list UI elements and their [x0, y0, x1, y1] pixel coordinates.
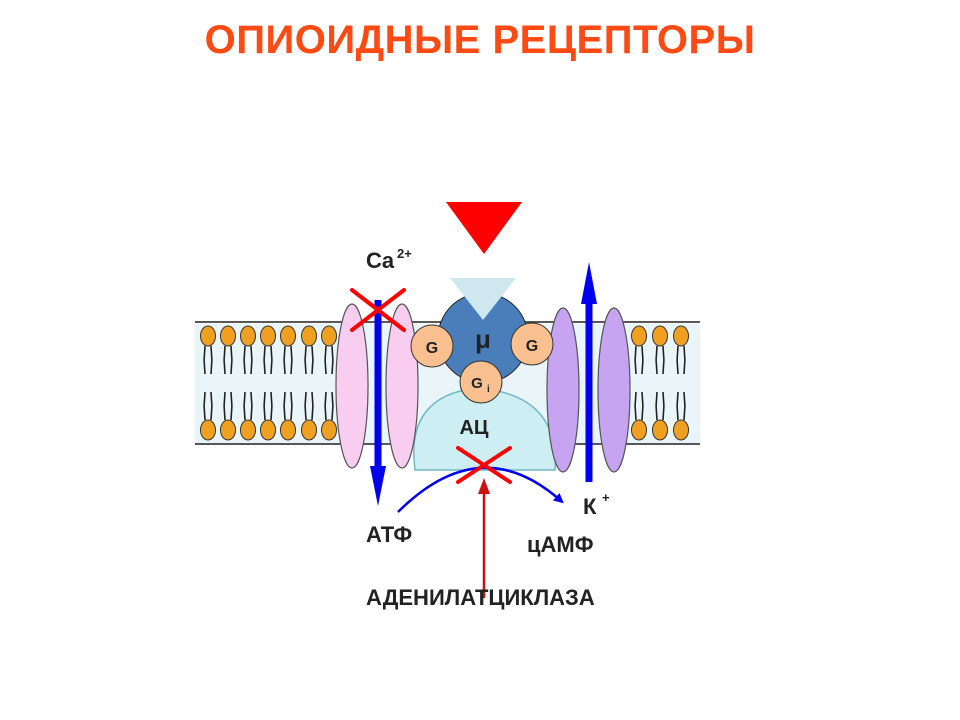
enzyme-arrowhead — [478, 478, 490, 494]
enzyme-label: АДЕНИЛАТЦИКЛАЗА — [366, 585, 595, 610]
ca-channel-left — [335, 303, 369, 469]
ac-inhibition-cross — [456, 446, 512, 484]
lipid-molecule — [652, 391, 668, 441]
camp-label: цАМФ — [527, 532, 594, 557]
lipid-molecule — [673, 391, 689, 441]
lipid-molecule — [301, 391, 317, 441]
atp-to-camp-arrow — [397, 466, 564, 513]
lipid-molecule — [631, 325, 647, 375]
calcium-label: Ca — [366, 248, 395, 273]
k-flow-arrowhead — [581, 262, 597, 304]
g-protein-right — [510, 322, 554, 366]
lipid-molecule — [220, 391, 236, 441]
lipid-molecule — [260, 325, 276, 375]
lipid-molecule — [200, 325, 216, 375]
lipid-molecule — [301, 325, 317, 375]
ca-channel-right — [385, 303, 419, 469]
lipid-molecule — [280, 391, 296, 441]
lipid-molecule — [652, 325, 668, 375]
k-channel-right — [597, 307, 631, 473]
potassium-charge: + — [602, 490, 610, 505]
lipid-bilayer — [200, 325, 689, 441]
lipid-molecule — [240, 391, 256, 441]
ca-flow-arrowhead — [370, 466, 386, 506]
gi-protein-subscript: i — [487, 384, 490, 395]
ac-label: АЦ — [459, 417, 488, 439]
potassium-label: К — [583, 494, 597, 519]
lipid-molecule — [260, 391, 276, 441]
g-protein-left-label: G — [426, 340, 438, 357]
receptor-binding-site — [450, 278, 516, 320]
calcium-charge: 2+ — [397, 246, 412, 261]
lipid-molecule — [200, 391, 216, 441]
gi-protein — [459, 360, 503, 404]
opioid-ligand — [446, 202, 522, 254]
lipid-molecule — [321, 325, 337, 375]
k-channel-left — [546, 307, 580, 473]
lipid-molecule — [240, 325, 256, 375]
lipid-molecule — [631, 391, 647, 441]
gi-protein-label: G — [471, 375, 483, 392]
lipid-molecule — [673, 325, 689, 375]
slide-title: ОПИОИДНЫЕ РЕЦЕПТОРЫ — [204, 18, 756, 62]
g-protein-right-label: G — [526, 338, 538, 355]
g-protein-left — [410, 324, 454, 368]
atp-label: АТФ — [366, 522, 412, 547]
ca-inhibition-cross — [350, 288, 406, 332]
lipid-molecule — [280, 325, 296, 375]
lipid-molecule — [220, 325, 236, 375]
lipid-molecule — [321, 391, 337, 441]
receptor-label: μ — [475, 324, 491, 354]
